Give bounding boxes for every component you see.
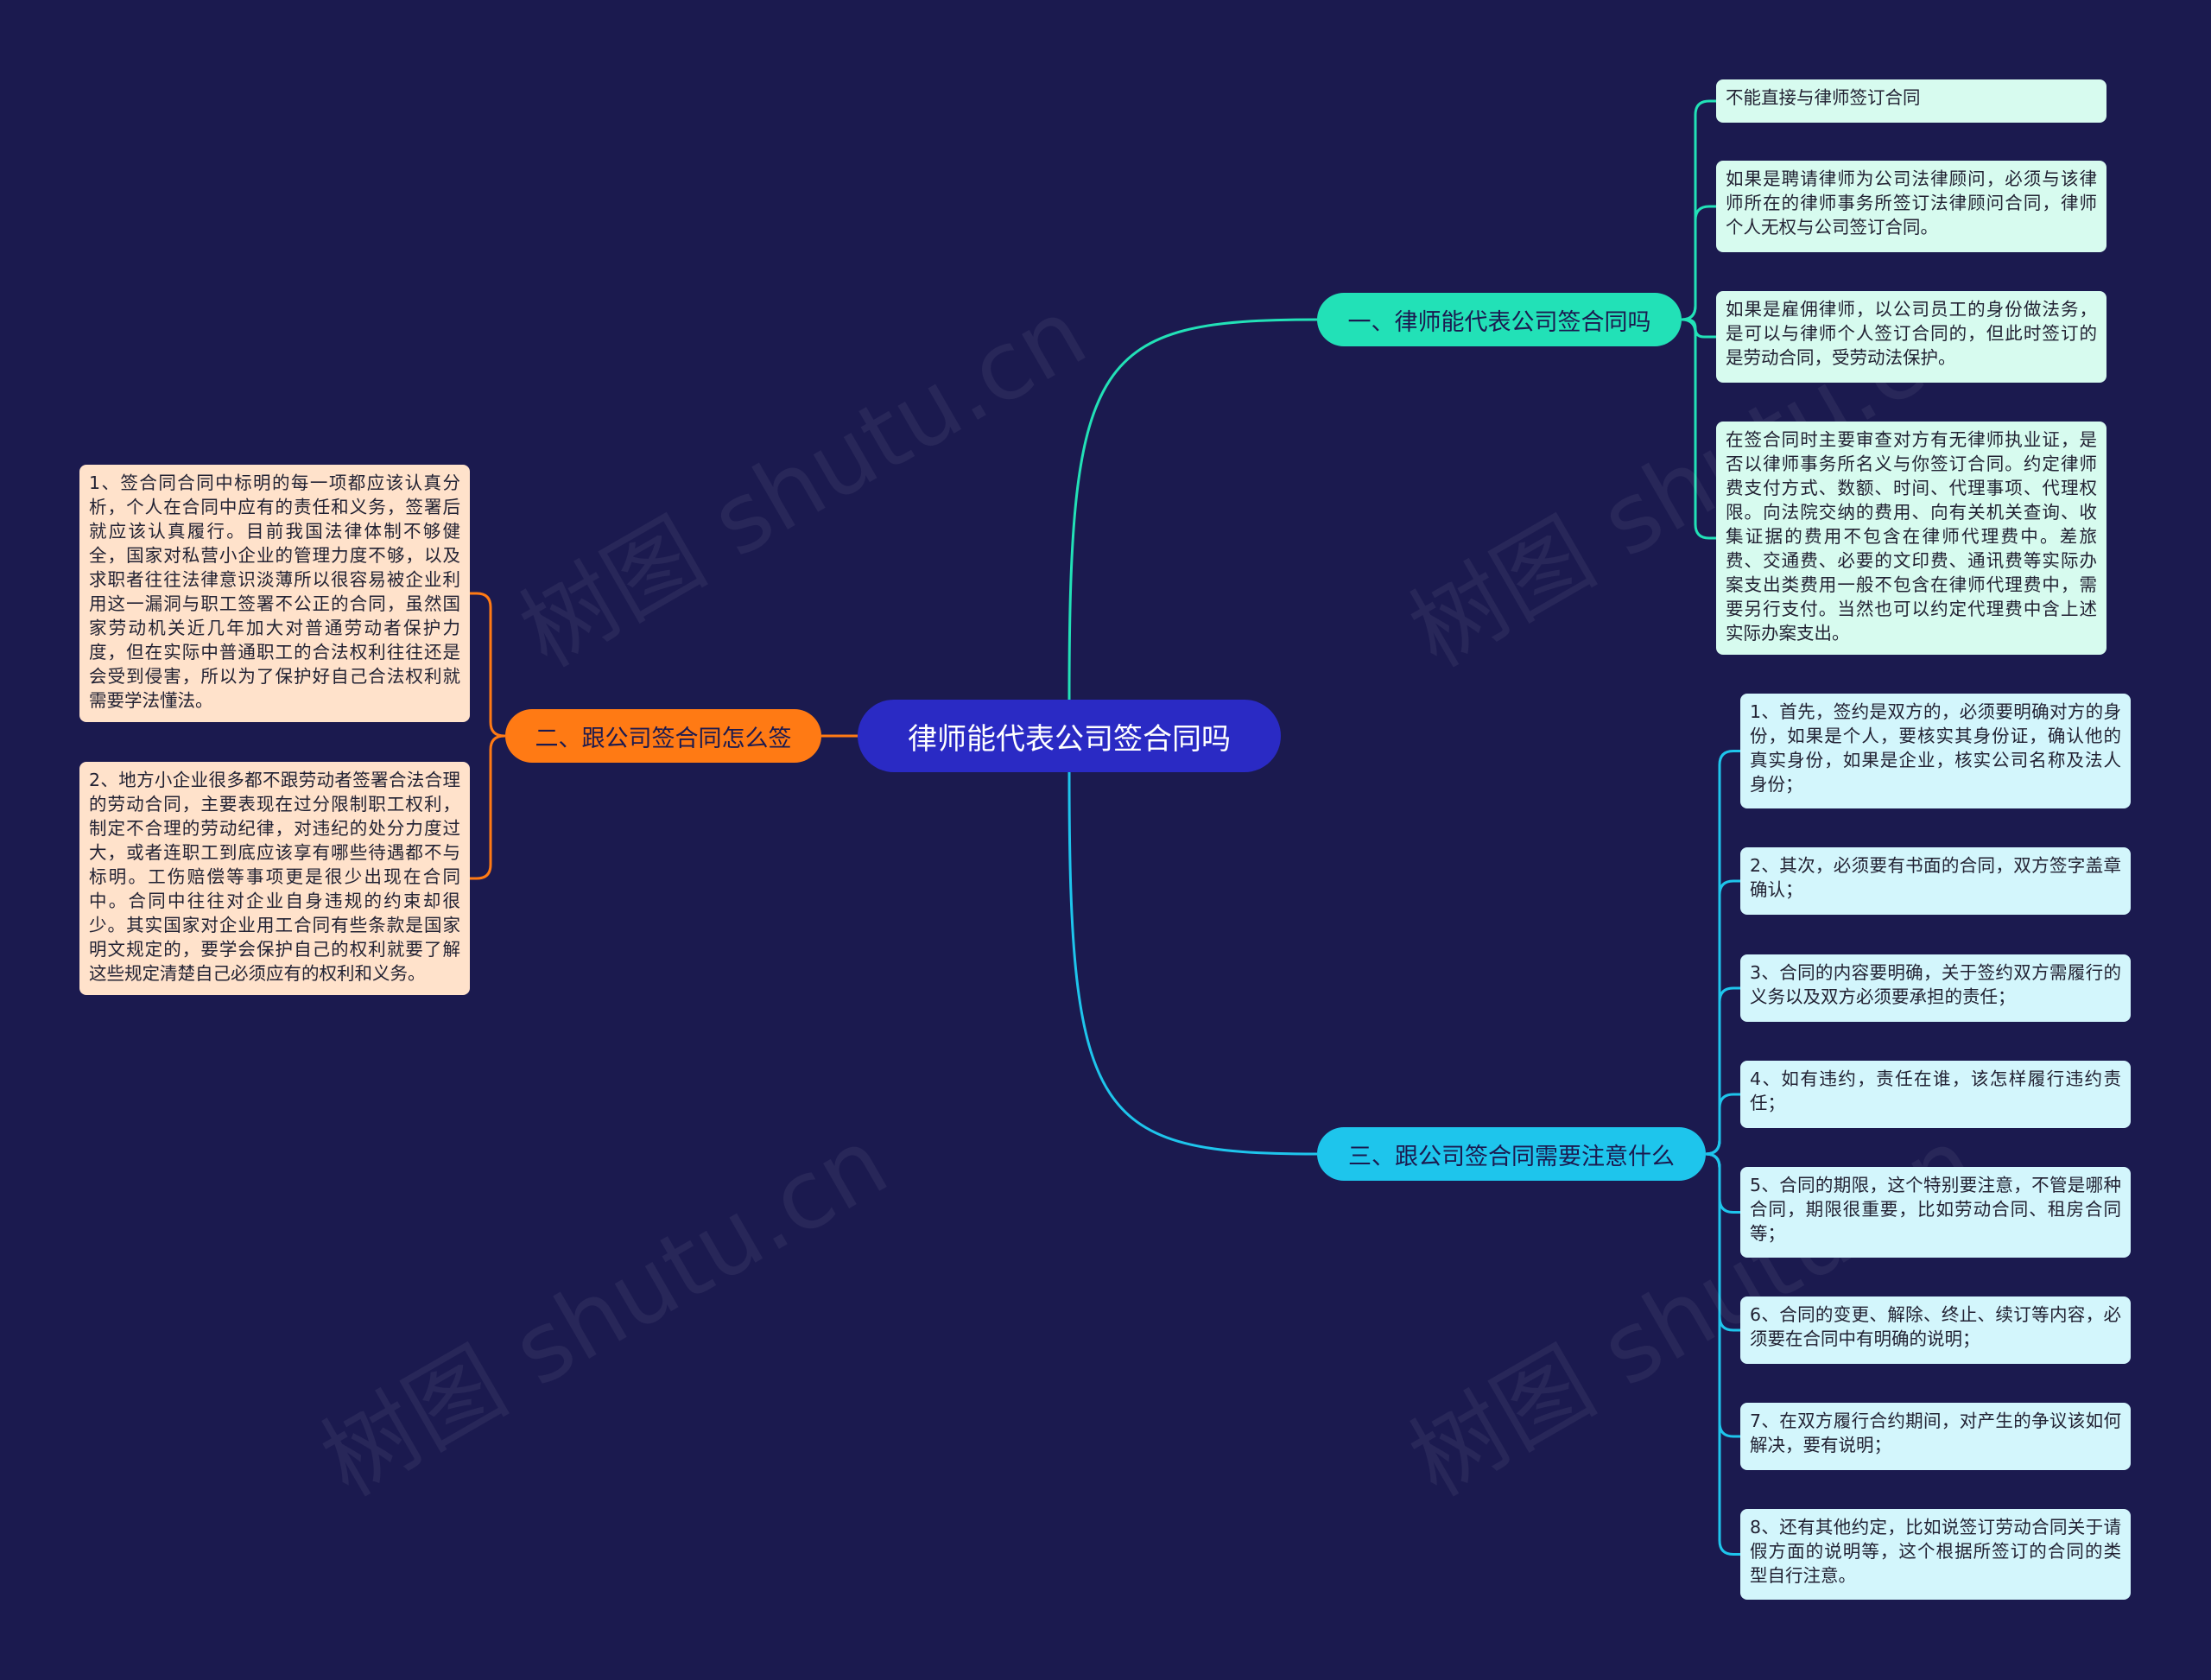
branch-3-leaf-7[interactable]: 7、在双方履行合约期间，对产生的争议该如何解决，要有说明； (1740, 1403, 2131, 1470)
link-branch-3-leaf-8 (1705, 1152, 1740, 1556)
branch-1-leaf-1[interactable]: 不能直接与律师签订合同 (1716, 79, 2106, 123)
link-branch-1-leaf-3 (1682, 318, 1716, 339)
branch-3-topic[interactable]: 三、跟公司签合同需要注意什么 (1317, 1127, 1706, 1181)
branch-1-leaf-3[interactable]: 如果是雇佣律师，以公司员工的身份做法务，是可以与律师个人签订合同的，但此时签订的… (1716, 291, 2106, 383)
branch-3-leaf-8[interactable]: 8、还有其他约定，比如说签订劳动合同关于请假方面的说明等，这个根据所签订的合同的… (1740, 1509, 2131, 1600)
branch-3-leaf-6[interactable]: 6、合同的变更、解除、终止、续订等内容，必须要在合同中有明确的说明； (1740, 1296, 2131, 1364)
branch-1-topic[interactable]: 一、律师能代表公司签合同吗 (1317, 293, 1682, 346)
watermark: 树图 shutu.cn (502, 276, 1104, 688)
root-topic[interactable]: 律师能代表公司签合同吗 (858, 700, 1281, 772)
branch-1-leaf-2[interactable]: 如果是聘请律师为公司法律顾问，必须与该律师所在的律师事务所签订法律顾问合同，律师… (1716, 161, 2106, 252)
link-branch-2-leaf-1 (470, 592, 505, 738)
branch-2-leaf-1[interactable]: 1、签合同合同中标明的每一项都应该认真分析，个人在合同中应有的责任和义务，签署后… (79, 465, 470, 722)
link-root-branch-3 (1067, 771, 1318, 1156)
link-root-branch-1 (1067, 318, 1318, 701)
branch-3-leaf-4[interactable]: 4、如有违约，责任在谁，该怎样履行违约责任； (1740, 1061, 2131, 1128)
branch-3-leaf-5[interactable]: 5、合同的期限，这个特别要注意，不管是哪种合同，期限很重要，比如劳动合同、租房合… (1740, 1167, 2131, 1258)
link-branch-1-leaf-1 (1681, 99, 1716, 321)
link-branch-3-leaf-4 (1705, 1093, 1740, 1156)
link-branch-3-leaf-3 (1705, 986, 1740, 1156)
link-branch-3-leaf-6 (1705, 1152, 1740, 1332)
branch-1-leaf-4[interactable]: 在签合同时主要审查对方有无律师执业证，是否以律师事务所名义与你签订合同。约定律师… (1716, 422, 2106, 655)
branch-3-leaf-1[interactable]: 1、首先，签约是双方的，必须要明确对方的身份，如果是个人，要核实其身份证，确认他… (1740, 694, 2131, 808)
link-branch-1-leaf-4 (1681, 318, 1716, 540)
branch-3-leaf-2[interactable]: 2、其次，必须要有书面的合同，双方签字盖章确认； (1740, 847, 2131, 915)
watermark: 树图 shutu.cn (303, 1106, 905, 1518)
link-branch-3-leaf-7 (1705, 1152, 1740, 1438)
branch-3-leaf-3[interactable]: 3、合同的内容要明确，关于签约双方需履行的义务以及双方必须要承担的责任； (1740, 954, 2131, 1022)
link-branch-3-leaf-5 (1705, 1152, 1740, 1214)
link-branch-2-leaf-2 (470, 734, 505, 880)
link-branch-3-leaf-2 (1705, 879, 1740, 1156)
branch-2-topic[interactable]: 二、跟公司签合同怎么签 (505, 709, 821, 763)
link-branch-1-leaf-2 (1681, 205, 1716, 321)
link-branch-3-leaf-1 (1705, 750, 1740, 1156)
branch-2-leaf-2[interactable]: 2、地方小企业很多都不跟劳动者签署合法合理的劳动合同，主要表现在过分限制职工权利… (79, 762, 470, 995)
